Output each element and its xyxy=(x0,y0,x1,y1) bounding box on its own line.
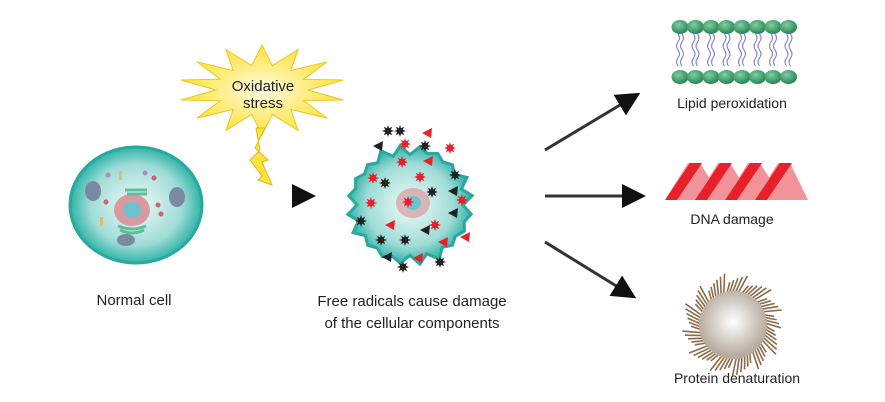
lipid-head xyxy=(718,70,735,84)
lipid-head xyxy=(702,70,720,84)
damaged-cell-label-line2: of the cellular components xyxy=(324,315,499,332)
radical-star xyxy=(402,196,414,208)
free-radicals xyxy=(355,125,470,273)
damaged-cell-label-line1: Free radicals cause damage xyxy=(317,293,506,310)
radical-triangle xyxy=(438,237,448,247)
lipid-peroxidation-label: Lipid peroxidation xyxy=(677,95,787,111)
lipid-head xyxy=(671,70,689,84)
lipid-tail xyxy=(691,33,700,67)
denatured-protein-icon xyxy=(682,273,782,378)
radical-star xyxy=(397,261,409,273)
lipid-head xyxy=(780,20,797,34)
arrow-to-lipid xyxy=(544,92,641,152)
protein-core xyxy=(699,291,767,359)
radical-triangle xyxy=(373,141,383,151)
lipid-tail xyxy=(722,33,731,67)
lipid-tail xyxy=(768,33,778,67)
lipid-head xyxy=(780,70,797,84)
lipid-tail xyxy=(784,33,793,67)
radical-star xyxy=(399,138,411,150)
radical-triangle xyxy=(413,253,423,263)
lipid-head xyxy=(687,70,704,84)
radical-star xyxy=(456,194,468,206)
lipid-head xyxy=(749,20,766,34)
radical-triangle xyxy=(448,186,458,196)
dna-damage-label: DNA damage xyxy=(690,211,773,227)
radical-star xyxy=(444,142,456,154)
radical-star xyxy=(414,171,426,183)
lipid-tail xyxy=(737,33,747,67)
lipid-head xyxy=(733,70,751,84)
lipid-head xyxy=(671,20,689,34)
protein-denaturation-label: Protein denaturation xyxy=(674,370,800,386)
radical-star xyxy=(426,186,438,198)
radical-triangle xyxy=(422,128,432,138)
radical-star xyxy=(396,156,408,168)
lipid-head xyxy=(764,70,782,84)
lipid-head xyxy=(764,20,782,34)
lipid-head xyxy=(687,20,704,34)
radical-triangle xyxy=(448,208,458,218)
lipid-head xyxy=(718,20,735,34)
radical-star xyxy=(399,234,411,246)
radical-triangle xyxy=(420,225,430,235)
radical-star xyxy=(365,197,377,209)
normal-cell-illustration xyxy=(68,145,204,265)
oxidative-stress-burst: Oxidative stress xyxy=(180,43,344,186)
radical-triangle xyxy=(460,232,470,242)
lipid-tail xyxy=(753,33,762,67)
radical-star xyxy=(394,125,406,137)
radical-triangle xyxy=(382,252,392,262)
lipid-tail xyxy=(675,33,685,67)
radical-triangle xyxy=(423,156,433,166)
lipid-head xyxy=(702,20,720,34)
radical-star xyxy=(382,125,394,137)
radical-star xyxy=(379,177,391,189)
radical-triangle xyxy=(385,220,395,230)
lipid-head xyxy=(733,20,751,34)
lipid-head xyxy=(749,70,766,84)
radical-star xyxy=(429,219,441,231)
damaged-cell-illustration xyxy=(345,125,475,273)
stress-label-line1: Oxidative xyxy=(232,78,295,95)
lightning-bolt-icon xyxy=(249,127,273,186)
radical-star xyxy=(367,172,379,184)
radical-star xyxy=(375,234,387,246)
radical-star xyxy=(434,256,446,268)
lipid-bilayer-icon xyxy=(671,20,797,84)
dna-helix-icon xyxy=(665,163,808,200)
arrow-to-protein xyxy=(544,240,637,299)
radical-star xyxy=(355,215,367,227)
normal-cell-label: Normal cell xyxy=(96,292,171,309)
lipid-tail xyxy=(706,33,716,67)
stress-label-line2: stress xyxy=(243,95,283,112)
radical-star xyxy=(419,140,431,152)
radical-star xyxy=(449,169,461,181)
